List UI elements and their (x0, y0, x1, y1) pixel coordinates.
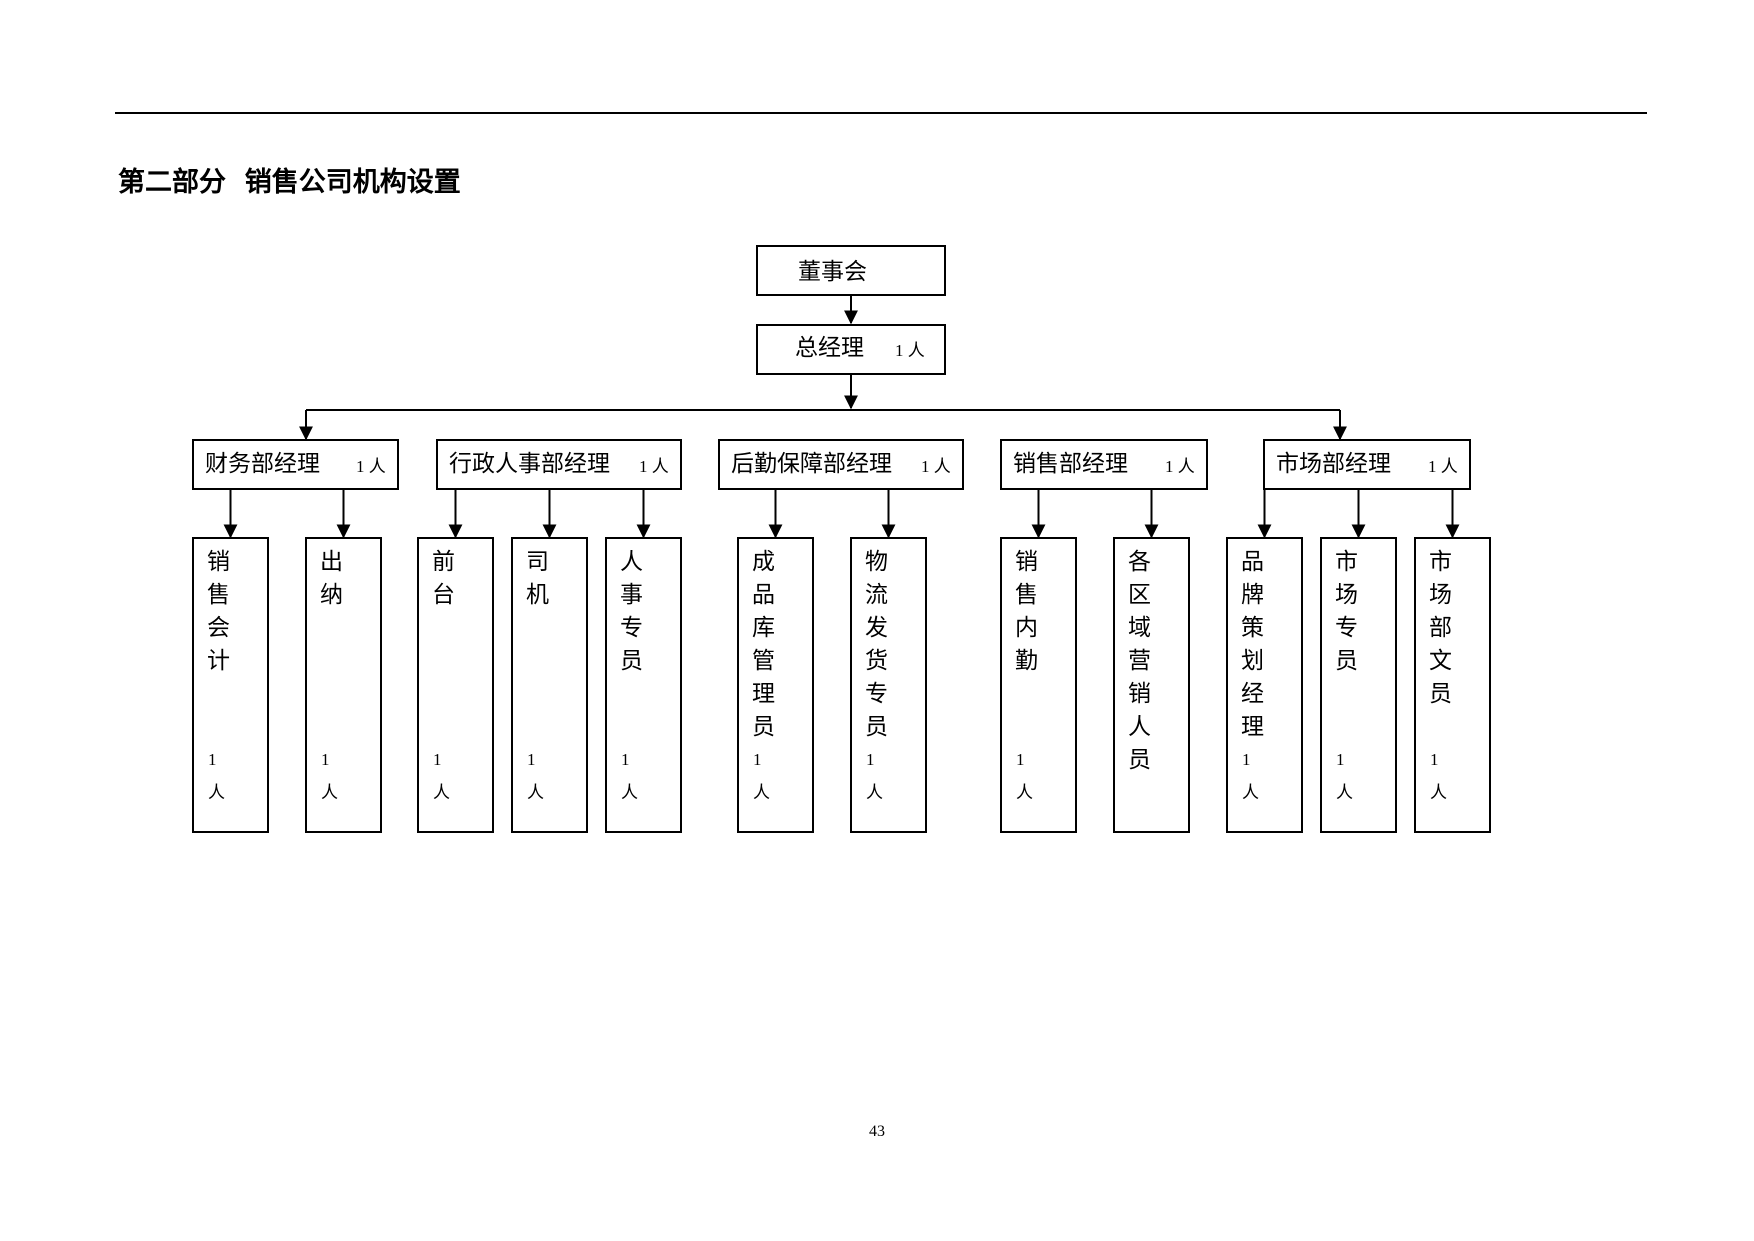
staff-box-4-2 (1414, 537, 1491, 833)
dept-count-4: 1 人 (1428, 457, 1458, 476)
staff-label-0-1: 出纳 (320, 549, 343, 608)
dept-box-4 (1263, 439, 1471, 490)
staff-label-4-1: 市场专员 (1335, 549, 1358, 674)
dept-label-2: 后勤保障部经理 (731, 451, 892, 477)
staff-label-1-0: 前台 (432, 549, 455, 608)
staff-box-1-1 (511, 537, 588, 833)
dept-count-2: 1 人 (921, 457, 951, 476)
staff-label-2-0: 成品库管理员 (752, 549, 775, 740)
staff-label-2-1: 物流发货专员 (865, 549, 888, 740)
staff-label-4-2: 市场部文员 (1429, 549, 1452, 707)
page-number: 43 (869, 1123, 885, 1140)
staff-box-3-0 (1000, 537, 1077, 833)
gm-label: 总经理 (795, 335, 864, 361)
staff-label-3-0: 销售内勤 (1015, 549, 1038, 674)
staff-box-2-1 (850, 537, 927, 833)
dept-box-0 (192, 439, 399, 490)
dept-label-4: 市场部经理 (1276, 451, 1391, 477)
dept-label-3: 销售部经理 (1013, 451, 1128, 477)
section-title: 第二部分 销售公司机构设置 (118, 167, 461, 198)
staff-box-4-1 (1320, 537, 1397, 833)
staff-label-0-0: 销售会计 (207, 549, 230, 674)
staff-box-0-1 (305, 537, 382, 833)
board-box (756, 245, 946, 296)
staff-box-1-2 (605, 537, 682, 833)
dept-count-3: 1 人 (1165, 457, 1195, 476)
staff-box-2-0 (737, 537, 814, 833)
dept-label-0: 财务部经理 (205, 451, 320, 477)
staff-box-0-0 (192, 537, 269, 833)
dept-count-0: 1 人 (356, 457, 386, 476)
header-rule (115, 112, 1647, 114)
staff-box-3-1 (1113, 537, 1190, 833)
gm-count: 1 人 (895, 341, 925, 360)
staff-label-1-2: 人事专员 (620, 549, 643, 674)
staff-label-4-0: 品牌策划经理 (1241, 549, 1264, 740)
staff-label-1-1: 司机 (526, 549, 549, 608)
gm-box (756, 324, 946, 375)
dept-label-1: 行政人事部经理 (449, 451, 610, 477)
staff-box-1-0 (417, 537, 494, 833)
staff-label-3-1: 各区域营销人员 (1128, 549, 1151, 773)
staff-box-4-0 (1226, 537, 1303, 833)
dept-count-1: 1 人 (639, 457, 669, 476)
dept-box-2 (718, 439, 964, 490)
dept-box-1 (436, 439, 682, 490)
board-label: 董事会 (798, 259, 867, 285)
dept-box-3 (1000, 439, 1208, 490)
